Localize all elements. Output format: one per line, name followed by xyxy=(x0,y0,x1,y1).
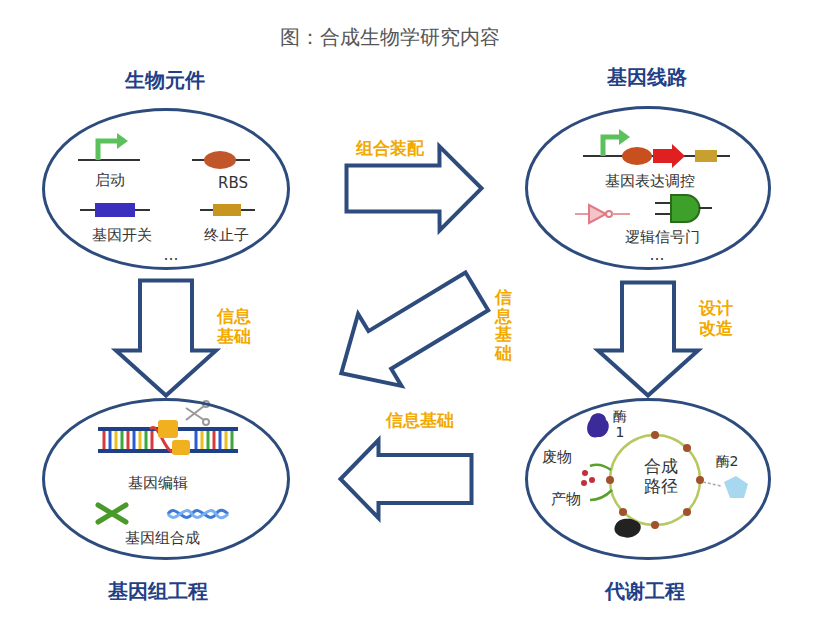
enzyme-blob xyxy=(614,519,640,538)
part-label: 终止子 xyxy=(204,227,249,244)
promoter-arrow xyxy=(603,137,620,156)
rbs-ellipse xyxy=(204,151,236,169)
not-gate-symbol xyxy=(575,205,630,223)
block-arrow xyxy=(347,146,482,230)
cas-protein xyxy=(172,440,190,455)
part-label: 基因开关 xyxy=(92,227,152,244)
terminator-rect xyxy=(695,150,717,162)
enzyme-link xyxy=(703,482,721,486)
ellipse-outline xyxy=(42,108,290,270)
part-label: 基因组合成 xyxy=(125,530,200,547)
gate-wire xyxy=(575,213,589,215)
dna-helix-editing xyxy=(98,401,238,455)
chromosome-symbol xyxy=(98,505,126,522)
gate-body xyxy=(589,205,606,223)
arrow-label: 设计 改造 xyxy=(697,298,734,339)
part-label: 酶 1 xyxy=(612,408,629,440)
part-label: … xyxy=(650,247,665,264)
switch-rect xyxy=(95,203,135,217)
part-label: … xyxy=(164,247,179,264)
promoter-arrow xyxy=(98,141,118,160)
ellipse-border xyxy=(44,400,289,559)
dna-line xyxy=(78,159,140,161)
expression-construct xyxy=(583,129,730,168)
topic-heading: 代谢工程 xyxy=(605,580,685,603)
block-arrow xyxy=(341,440,472,518)
waste-dot xyxy=(581,480,587,486)
terminator-symbol xyxy=(200,204,255,216)
part-label: 产物 xyxy=(551,491,581,508)
topic-ellipse: 基因线路基因表达调控逻辑信号门… xyxy=(525,106,771,270)
enzyme-blob xyxy=(724,476,748,498)
branch-line xyxy=(590,490,612,500)
part-label: 废物 xyxy=(542,449,572,466)
pathway-ring xyxy=(610,435,700,525)
part-label: 酶2 xyxy=(716,453,739,469)
block-arrow xyxy=(341,273,488,386)
gate-wire xyxy=(612,213,630,215)
topic-heading: 生物元件 xyxy=(125,69,205,92)
pathway-cycle xyxy=(581,413,748,537)
and-gate-symbol xyxy=(655,195,712,222)
ellipse-border xyxy=(44,110,289,269)
part-label: 基因编辑 xyxy=(128,475,188,492)
topic-ellipse: 基因组工程基因编辑基因组合成 xyxy=(42,398,290,560)
topic-ellipse: 代谢工程酶 1废物合成 路径酶2产物 xyxy=(525,398,771,560)
arrow-label: 信息 基础 xyxy=(215,306,252,347)
topic-heading: 基因线路 xyxy=(607,66,687,89)
rbs-ellipse xyxy=(622,147,652,165)
gate-body xyxy=(671,195,700,222)
gate-wire xyxy=(655,202,671,204)
synthetic-dna-symbol xyxy=(168,510,228,518)
arrow-label: 组合装配 xyxy=(356,138,424,158)
topic-ellipse: 生物元件启动RBS基因开关终止子… xyxy=(42,108,290,270)
gate-wire xyxy=(655,213,671,215)
gene-switch-symbol xyxy=(80,203,150,217)
ellipse-border xyxy=(527,400,770,559)
part-label: 合成 路径 xyxy=(642,457,679,496)
gene-arrow xyxy=(653,144,685,168)
waste-dot xyxy=(582,470,588,476)
block-arrow xyxy=(598,283,698,396)
enzyme-blob xyxy=(587,413,609,437)
gate-bubble xyxy=(606,211,612,217)
part-label: RBS xyxy=(218,175,248,192)
rbs-symbol xyxy=(192,151,250,169)
part-label: 启动 xyxy=(95,172,125,189)
promoter-head xyxy=(619,129,630,145)
cas-protein xyxy=(158,420,178,438)
block-arrow xyxy=(116,281,216,396)
promoter-head xyxy=(117,133,128,149)
branch-line xyxy=(590,465,611,470)
topic-heading: 基因组工程 xyxy=(108,580,208,603)
arrow-label: 信息基础 xyxy=(495,288,512,363)
waste-dot xyxy=(589,477,595,483)
figure-title: 图：合成生物学研究内容 xyxy=(280,24,500,51)
promoter-symbol xyxy=(78,133,140,160)
terminator-rect xyxy=(213,204,241,216)
part-label: 逻辑信号门 xyxy=(625,229,700,246)
gate-wire xyxy=(699,207,712,209)
ellipse-border xyxy=(527,108,770,269)
part-label: 基因表达调控 xyxy=(605,173,695,190)
arrow-label: 信息基础 xyxy=(386,410,454,430)
